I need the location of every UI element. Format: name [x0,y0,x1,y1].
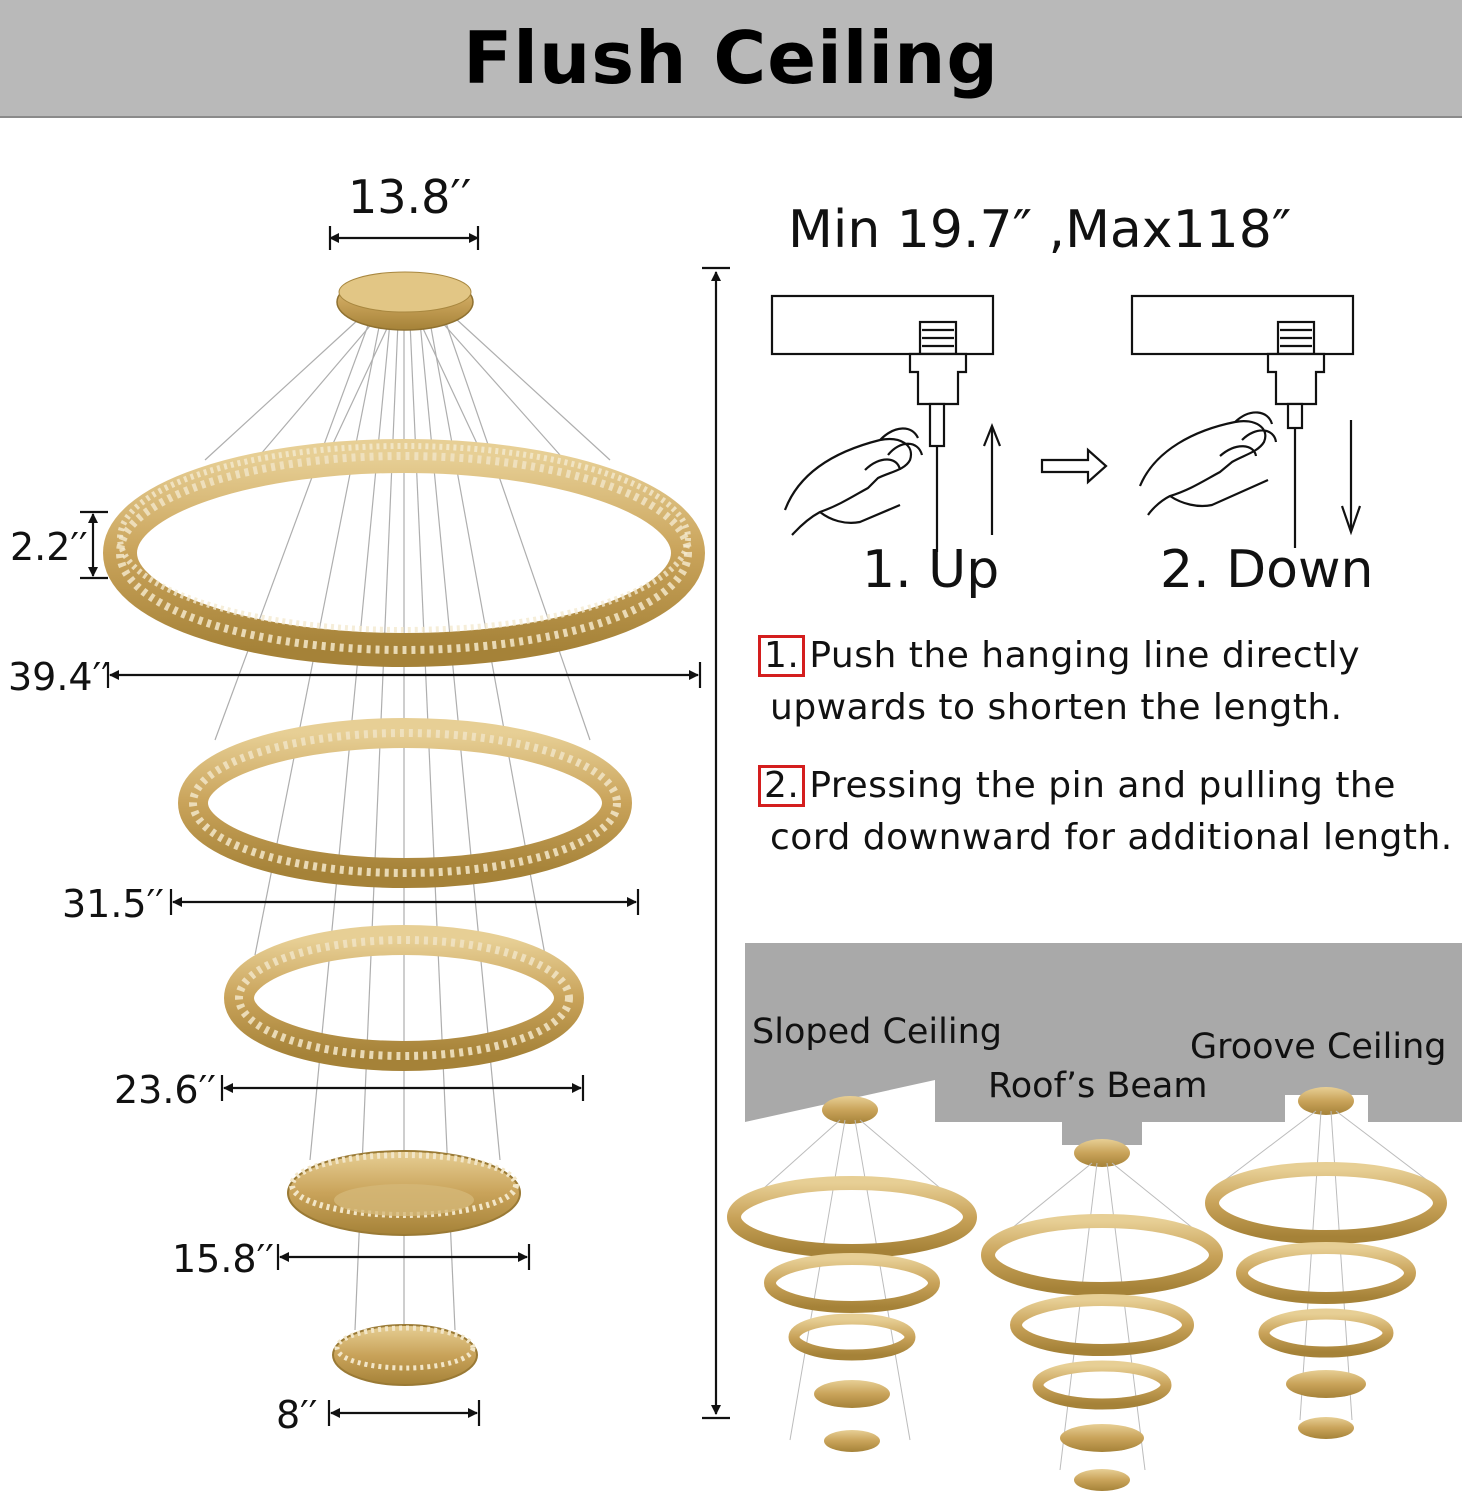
step-2-label: 2. Down [1160,540,1374,600]
step-2-illustration [1130,294,1362,548]
length-range-label: Min 19.7″ ,Max118″ [788,200,1292,260]
ring-1 [103,439,705,667]
ring1-width-label: 39.4′′ [8,655,110,699]
ceiling-canopy [336,271,474,331]
right-arrow-icon [1040,447,1108,485]
instruction-1-text: Push the hanging line directly [809,635,1361,676]
instruction-1-text-line2: upwards to shorten the length. [770,687,1343,728]
ring5-width-label: 8′′ [276,1393,318,1437]
ring-height-label: 2.2′′ [10,525,88,569]
groove-ceiling-label: Groove Ceiling [1190,1027,1447,1067]
ring-3 [224,925,584,1071]
instruction-2-number: 2. [758,765,806,807]
ring-5 [332,1324,478,1386]
canopy-width-label: 13.8′′ [348,170,472,224]
sloped-ceiling-label: Sloped Ceiling [752,1012,1002,1052]
ceiling-types-panel [745,943,1462,1145]
mini-chandelier-sloped [727,1096,977,1452]
instruction-2-text-line2: cord downward for additional length. [770,817,1453,858]
instruction-1: 1.Push the hanging line directly upwards… [758,630,1460,734]
title-banner: Flush Ceiling [0,0,1462,118]
ring2-width-label: 31.5′′ [62,882,164,926]
step-1-label: 1. Up [862,540,1000,600]
instruction-2: 2.Pressing the pin and pulling the cord … [758,760,1460,864]
ring4-width-label: 15.8′′ [172,1237,274,1281]
page-title: Flush Ceiling [463,16,999,100]
instruction-1-number: 1. [758,635,806,677]
mini-chandelier-groove [1205,1087,1447,1439]
dimension-lines [80,226,730,1426]
ring-4 [287,1150,521,1236]
ring-2 [178,718,632,888]
mini-chandelier-beam [981,1139,1223,1491]
step-1-illustration [770,294,1002,552]
roof-beam-label: Roof’s Beam [988,1066,1208,1106]
instruction-2-text: Pressing the pin and pulling the [809,765,1396,806]
ring3-width-label: 23.6′′ [114,1068,216,1112]
